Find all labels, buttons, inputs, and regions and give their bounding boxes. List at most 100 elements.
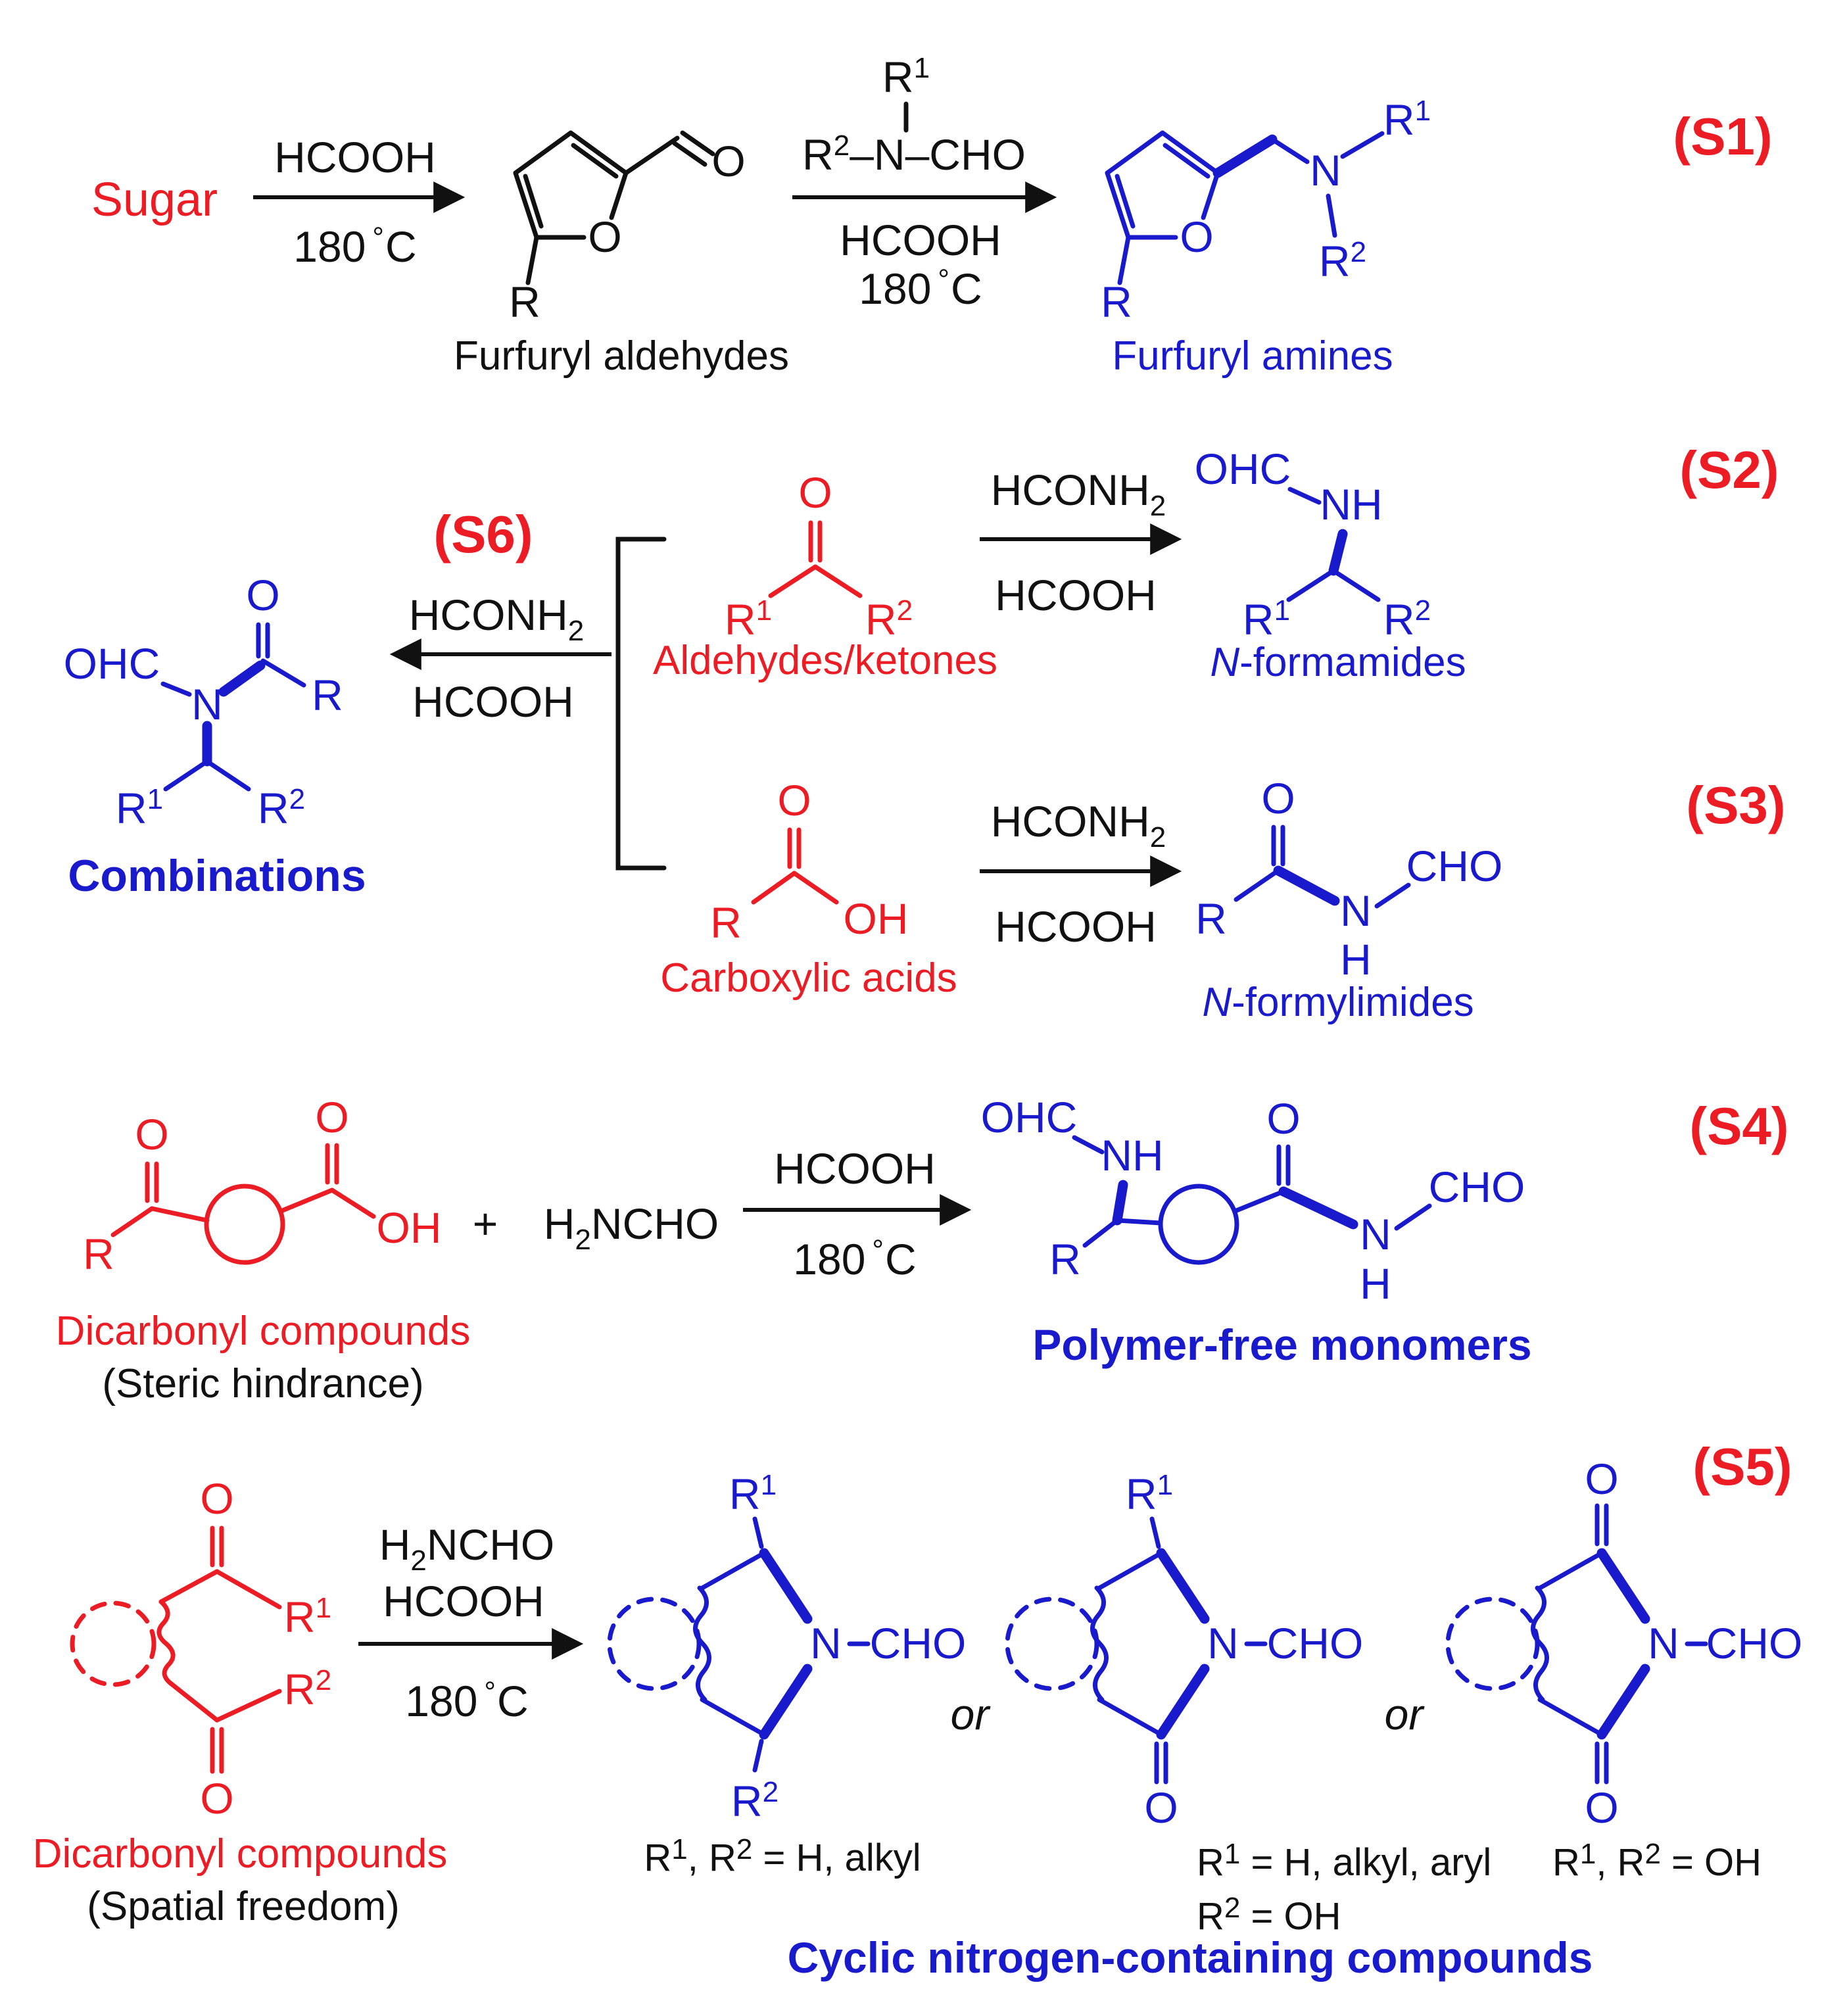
r2-label: R2: [1383, 594, 1431, 644]
bond: [609, 170, 629, 220]
s1-arrow-1: HCOOH 180°C: [253, 133, 466, 271]
wedge-bond: [1156, 1664, 1210, 1740]
or-text: or: [1385, 1690, 1426, 1739]
oh-label: OH: [844, 894, 909, 943]
bond: [1105, 170, 1131, 240]
bond: [1160, 130, 1220, 176]
hcooh-label: HCOOH: [383, 1577, 544, 1625]
bond: [149, 1206, 210, 1223]
cho-label: CHO: [1429, 1163, 1525, 1211]
bond: [1326, 193, 1337, 238]
r-group-label: R: [710, 898, 742, 947]
combinations-label: Combinations: [68, 851, 366, 901]
oxygen-label: O: [798, 468, 832, 517]
r2-label: R2: [258, 783, 305, 832]
bond: [751, 871, 797, 905]
nitrogen-label: N: [810, 1619, 842, 1668]
wedge-bond: [1112, 1180, 1128, 1226]
bond: [1537, 1697, 1604, 1737]
r1-label: R1: [882, 52, 930, 101]
bond: [623, 135, 680, 176]
wedge-bond: [1156, 1548, 1210, 1624]
bond: [1149, 1516, 1161, 1549]
hcooh-label: HCOOH: [995, 571, 1157, 619]
r2-label: R2: [731, 1776, 779, 1825]
r-group-label: R: [1049, 1235, 1081, 1284]
bond: [160, 681, 192, 697]
spatial-freedom-note: (Spatial freedom): [87, 1884, 400, 1929]
n-formamides-label: N-formamides: [1210, 640, 1466, 685]
nitrogen-label: N: [1340, 886, 1372, 935]
s6-section: (S6) OHC N O R R1 R2 Combinations HCONH2…: [64, 505, 667, 901]
oxygen-label: O: [246, 571, 279, 619]
s2-arrow: HCONH2 HCOOH: [980, 466, 1182, 619]
cho-label: CHO: [1406, 842, 1503, 890]
bond: [1340, 131, 1385, 159]
r-definition-caption: R1, R2 = H, alkyl: [644, 1833, 921, 1879]
s3-row: O R OH Carboxylic acids HCONH2 HCOOH O R…: [660, 774, 1785, 1025]
wavy-bond: [693, 1585, 711, 1702]
oxygen-label: O: [1144, 1783, 1178, 1832]
dashed-ring-circle: [607, 1596, 702, 1691]
bond: [329, 1188, 376, 1219]
wedge-bond: [1278, 1186, 1358, 1230]
dashed-ring-circle: [1005, 1596, 1099, 1691]
dicarbonyl-steric-structure: O R O OH: [83, 1093, 441, 1278]
n-formamide-structure: OHC NH R1 R2: [1195, 444, 1431, 644]
furfuryl-amine-structure: O N R1 R2 R: [1101, 95, 1431, 326]
nh-label: NH: [1101, 1131, 1163, 1180]
r-definition-caption: R1, R2 = OH: [1552, 1838, 1762, 1884]
r1-label: R1: [1126, 1469, 1173, 1518]
ring-placeholder-circle: [204, 1184, 285, 1265]
s4-row: O R O OH + H2NCHO Dicarbonyl compounds (…: [56, 1093, 1789, 1406]
r1-label: R1: [116, 783, 163, 832]
s1-arrow-2: R1 R2–N–CHO HCOOH 180°C: [792, 52, 1057, 313]
s6-tag: (S6): [433, 505, 533, 564]
wavy-bond: [1090, 1585, 1109, 1702]
bond: [158, 1569, 220, 1604]
bond: [1115, 1218, 1163, 1226]
cyclic-product-1: R1 R2 N CHO R1, R2 = H, alkyl: [607, 1469, 966, 1879]
bond: [163, 759, 210, 792]
bond: [700, 1550, 767, 1591]
wavy-bond: [1531, 1585, 1549, 1702]
bond: [568, 130, 629, 176]
oxygen-label: O: [200, 1474, 233, 1523]
double-bond: [672, 141, 707, 167]
oxygen-label: O: [1266, 1094, 1300, 1143]
bond: [214, 1689, 282, 1723]
wedge-bond: [759, 1664, 813, 1740]
nitrogen-label: N: [1360, 1210, 1391, 1259]
bond: [813, 564, 863, 598]
bond: [1270, 137, 1310, 164]
carboxylic-acids-label: Carboxylic acids: [660, 955, 957, 1001]
bond: [170, 1682, 220, 1723]
furfuryl-aldehydes-label: Furfuryl aldehydes: [454, 333, 789, 379]
r1-label: R1: [729, 1469, 777, 1518]
bond: [513, 170, 539, 240]
cyclic-nitrogen-compounds-label: Cyclic nitrogen-containing compounds: [788, 1933, 1593, 1982]
wedge-bond: [218, 660, 266, 697]
oxygen-label: O: [200, 1774, 233, 1823]
bond: [260, 658, 306, 688]
dicarbonyl-compounds-label: Dicarbonyl compounds: [56, 1308, 471, 1354]
s1-row: Sugar HCOOH 180°C O O R Furfuryl aldehyd…: [91, 52, 1773, 379]
bond: [752, 1739, 764, 1773]
wedge-bond: [1328, 529, 1348, 576]
h2ncho-label: H2NCHO: [379, 1520, 554, 1577]
double-bond-inner: [523, 174, 544, 229]
nitrogen-label: N: [1648, 1619, 1679, 1668]
carboxylic-acid-structure: O R OH: [710, 776, 908, 947]
wedge-bond: [759, 1548, 813, 1624]
r1-label: R1: [284, 1592, 331, 1641]
double-bond-inner: [1115, 174, 1136, 229]
oxygen-label: O: [1261, 774, 1295, 823]
bond: [1537, 1550, 1604, 1591]
oxygen-label: O: [777, 776, 811, 825]
oxygen-label: O: [1585, 1454, 1618, 1503]
h2ncho-label: H2NCHO: [544, 1199, 719, 1256]
plus-sign: +: [473, 1199, 498, 1248]
aldehydes-ketones-label: Aldehydes/ketones: [653, 638, 997, 683]
sugar-label: Sugar: [91, 174, 218, 226]
